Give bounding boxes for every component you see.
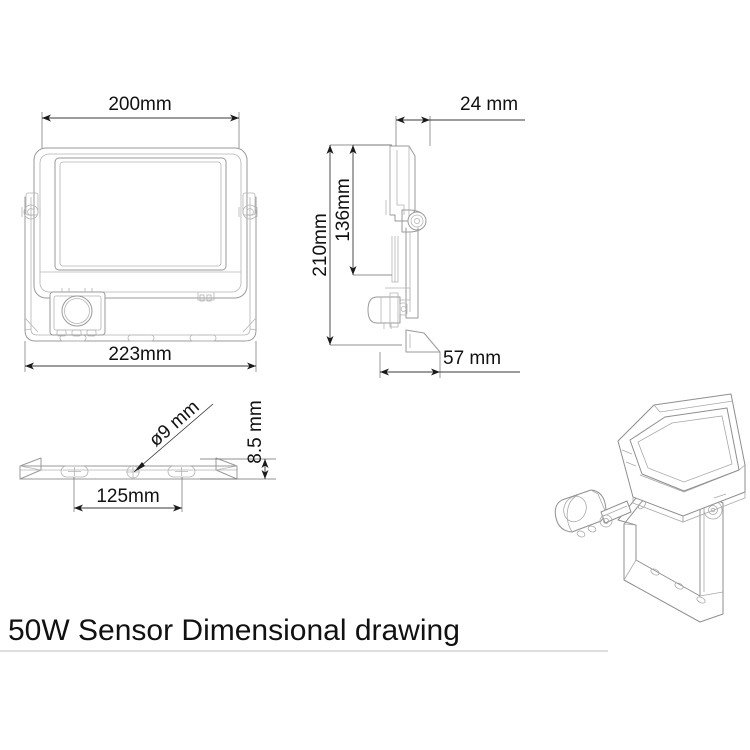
- bracket-detail-view: ø9 mm 125mm 8.5 mm: [19, 397, 276, 512]
- iso-pir-sensor: [554, 489, 632, 538]
- dimension-57mm: 57 mm: [379, 348, 520, 378]
- dimension-diameter-9mm: ø9 mm: [133, 397, 214, 473]
- title-block: 50W Sensor Dimensional drawing: [0, 614, 608, 652]
- bracket-bar: [19, 457, 238, 480]
- front-view-lens-panel: [54, 157, 227, 271]
- dimension-24mm: 24 mm: [395, 94, 525, 146]
- dimension-8-5mm-label: 8.5 mm: [245, 400, 266, 463]
- front-view-mounting-bracket: [24, 196, 257, 342]
- dimension-210mm-label: 210mm: [310, 213, 331, 276]
- side-view: 24 mm 210mm 136mm 57 mm: [310, 94, 525, 378]
- front-view-pir-sensor: [49, 288, 106, 337]
- front-bracket-slot: [59, 334, 217, 342]
- bracket-right-flange: [215, 457, 238, 480]
- bracket-slot-hole-left: [60, 465, 89, 478]
- dimension-57mm-label: 57 mm: [443, 348, 501, 369]
- dimension-diameter-9mm-label: ø9 mm: [145, 397, 203, 452]
- bracket-center-hole: [126, 465, 140, 479]
- iso-housing: [617, 393, 746, 523]
- dimension-200mm: 200mm: [41, 94, 240, 148]
- dimension-223mm-label: 223mm: [108, 344, 171, 365]
- bracket-left-flange: [19, 457, 42, 480]
- front-view-housing: [33, 147, 248, 302]
- iso-lens-panel: [629, 407, 740, 492]
- dimension-8-5mm: 8.5 mm: [200, 400, 276, 480]
- iso-sensor-body: [554, 489, 607, 533]
- front-view-pivot-lug-right: [238, 192, 258, 220]
- isometric-view: [554, 393, 746, 623]
- front-view-sensor-knobs: [56, 329, 97, 337]
- dimension-24mm-label: 24 mm: [460, 94, 518, 115]
- front-view-pivot-lug-left: [21, 192, 41, 220]
- side-view-bracket-arm: [405, 227, 441, 353]
- dimension-223mm: 223mm: [24, 341, 257, 372]
- dimension-125mm-label: 125mm: [96, 486, 159, 507]
- side-view-sensor-dome: [367, 296, 401, 324]
- side-view-pir-sensor: [367, 292, 408, 329]
- front-view-sensor-lens: [61, 295, 93, 327]
- dimension-200mm-label: 200mm: [108, 94, 171, 115]
- side-view-pivot: [401, 209, 427, 233]
- dimension-125mm: 125mm: [73, 477, 183, 512]
- dimension-136mm-label: 136mm: [333, 178, 354, 241]
- bracket-slot-hole-right: [167, 465, 196, 478]
- dimension-136mm: 136mm: [333, 144, 392, 276]
- front-view: 200mm 223mm: [21, 94, 258, 372]
- page-title: 50W Sensor Dimensional drawing: [8, 614, 460, 647]
